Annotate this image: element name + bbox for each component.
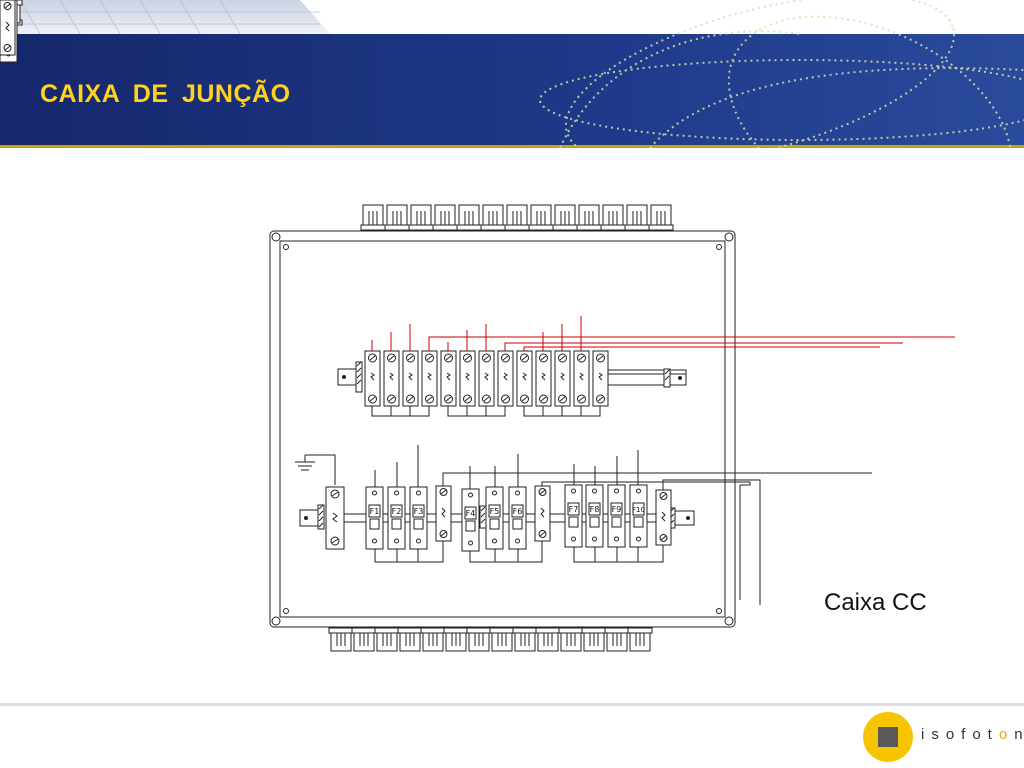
junction-box-diagram: F1 F2 F3 F4 F5 F6 F7 F8 F9 F10: [0, 0, 955, 652]
enclosure-outer: [269, 230, 736, 628]
diagram-caption: Caixa CC: [824, 589, 927, 616]
globe-pattern: [539, 0, 1024, 148]
fuse-label-f2: F2: [392, 507, 402, 516]
logo-text-accent: o: [998, 726, 1015, 743]
fuse-label-f9: F9: [612, 505, 622, 514]
page-title: CAIXA DE JUNÇÃO: [40, 80, 291, 108]
fuse-label-f7: F7: [569, 505, 579, 514]
fuse-label-f1: F1: [370, 507, 380, 516]
fuse-label-f10: F10: [632, 506, 645, 514]
top-terminal-row: [0, 0, 687, 393]
fuse-label-f4: F4: [466, 509, 476, 518]
fuse-label-f5: F5: [490, 507, 500, 516]
logo-text-end: n: [1014, 726, 1024, 743]
isofoton-logo-icon: [878, 727, 898, 747]
isofoton-logo-text: isofoton: [921, 726, 1024, 743]
red-input-wires: [371, 316, 955, 351]
enclosure-inner: [279, 240, 726, 618]
footer-divider: [0, 703, 1024, 706]
logo-text-start: isofot: [921, 726, 999, 743]
bottom-fuse-row: [299, 486, 695, 550]
ground-symbol: [295, 454, 336, 485]
fuse-label-f3: F3: [414, 507, 424, 516]
header-banner: [0, 0, 1024, 148]
fuse-label-f6: F6: [513, 507, 523, 516]
fuse-label-f8: F8: [590, 505, 600, 514]
